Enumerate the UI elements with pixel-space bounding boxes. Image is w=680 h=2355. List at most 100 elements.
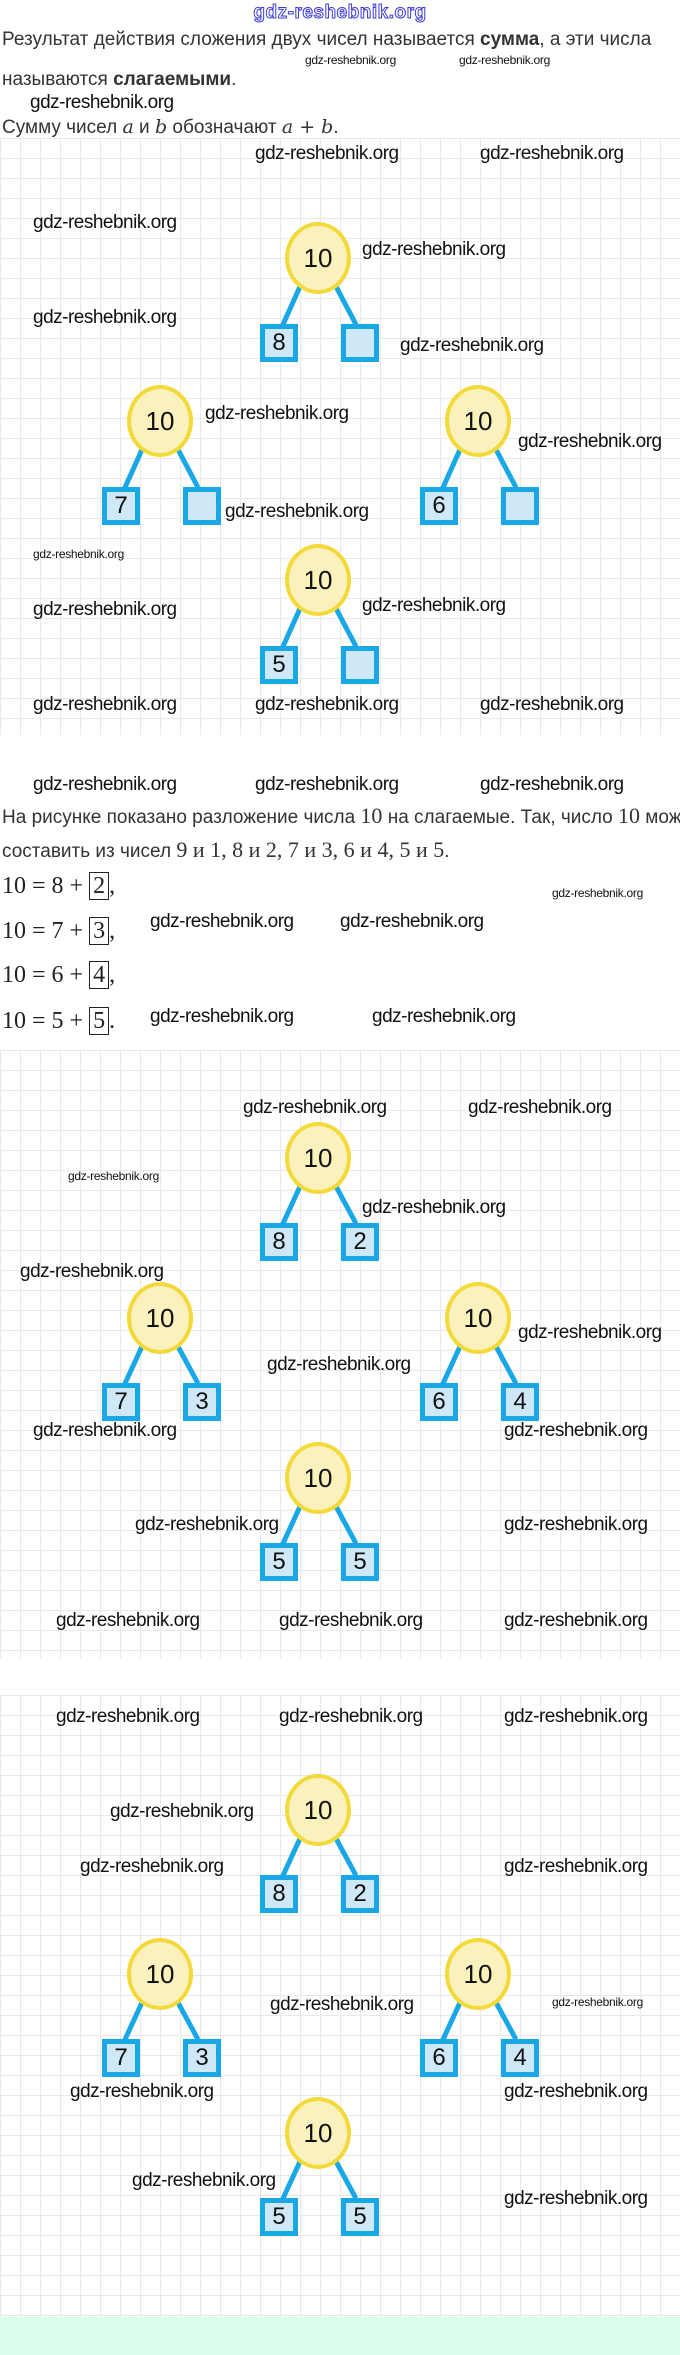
addend-box-right: [183, 487, 221, 525]
whole-number-circle: 10: [445, 1282, 511, 1354]
watermark-text: gdz-reshebnik.org: [518, 431, 662, 452]
answer-box: 5: [89, 1007, 110, 1035]
equation: 10 = 7 + 3,: [2, 916, 115, 946]
whole-number-circle: 10: [285, 1442, 351, 1514]
watermark-text: gdz-reshebnik.org: [56, 1706, 200, 1727]
connector-line: [280, 1837, 303, 1877]
text: Результат действия сложения двух чисел н…: [2, 29, 481, 50]
watermark-text: gdz-reshebnik.org: [70, 2081, 214, 2102]
site-watermark-header: gdz-reshebnik.org: [253, 2, 427, 24]
connector-line: [440, 448, 463, 489]
answer-box: 2: [89, 872, 110, 900]
watermark-text: gdz-reshebnik.org: [504, 1856, 648, 1877]
whole-number-circle: 10: [285, 1774, 351, 1846]
connector-line: [175, 2001, 201, 2041]
intro-line-2: называются слагаемыми.: [2, 68, 236, 92]
addend-box-right: 3: [183, 1383, 221, 1421]
whole-number-circle: 10: [445, 1938, 511, 2010]
watermark-text: gdz-reshebnik.org: [267, 1354, 411, 1375]
explanation-line-2: составить из чисел 9 и 1, 8 и 2, 7 и 3, …: [2, 838, 450, 864]
watermark-text: gdz-reshebnik.org: [150, 1006, 294, 1027]
text: .: [231, 69, 237, 90]
addend-box-left: 7: [102, 2039, 140, 2077]
watermark-text: gdz-reshebnik.org: [552, 886, 643, 900]
watermark-text: gdz-reshebnik.org: [243, 1097, 387, 1118]
watermark-text: gdz-reshebnik.org: [20, 1261, 164, 1282]
watermark-text: gdz-reshebnik.org: [255, 694, 399, 715]
term-sum: сумма: [480, 29, 540, 50]
text: , а эти числа: [539, 29, 652, 50]
watermark-text: gdz-reshebnik.org: [150, 911, 294, 932]
watermark-text: gdz-reshebnik.org: [340, 911, 484, 932]
addend-box-left: 8: [260, 324, 298, 362]
addend-box-right: [341, 324, 379, 362]
watermark-text: gdz-reshebnik.org: [504, 1706, 648, 1727]
watermark-text: gdz-reshebnik.org: [305, 53, 396, 67]
text: ,: [109, 962, 116, 988]
whole-number-circle: 10: [285, 1122, 351, 1194]
addend-box-left: 8: [260, 1223, 298, 1261]
watermark-text: gdz-reshebnik.org: [362, 595, 506, 616]
watermark-text: gdz-reshebnik.org: [56, 1610, 200, 1631]
watermark-text: gdz-reshebnik.org: [504, 1420, 648, 1441]
text: обозначают: [167, 117, 282, 138]
whole-number-circle: 10: [127, 1938, 193, 2010]
watermark-text: gdz-reshebnik.org: [504, 2081, 648, 2102]
connector-line: [280, 2160, 303, 2200]
watermark-text: gdz-reshebnik.org: [33, 774, 177, 795]
watermark-text: gdz-reshebnik.org: [255, 774, 399, 795]
watermark-text: gdz-reshebnik.org: [205, 403, 349, 424]
watermark-text: gdz-reshebnik.org: [80, 1856, 224, 1877]
text: .: [109, 1008, 116, 1034]
equation: 10 = 8 + 2,: [2, 871, 115, 901]
connector-line: [333, 607, 359, 648]
watermark-text: gdz-reshebnik.org: [552, 1995, 643, 2009]
addend-box-left: 8: [260, 1875, 298, 1913]
answer-box: 3: [89, 917, 110, 945]
connector-line: [493, 1345, 519, 1385]
connector-line: [333, 2160, 359, 2200]
footer-bar: [0, 2317, 680, 2355]
watermark-text: gdz-reshebnik.org: [33, 307, 177, 328]
whole-number-circle: 10: [285, 544, 351, 616]
addend-box-right: 4: [501, 2039, 539, 2077]
whole-number-circle: 10: [127, 1282, 193, 1354]
watermark-text: gdz-reshebnik.org: [33, 1420, 177, 1441]
text: Сумму чисел: [2, 117, 123, 138]
math-pairs: 9 и 1, 8 и 2, 7 и 3, 6 и 4, 5 и 5: [176, 837, 445, 862]
watermark-text: gdz-reshebnik.org: [362, 1197, 506, 1218]
addend-box-left: 6: [420, 1383, 458, 1421]
addend-box-left: 5: [260, 646, 298, 684]
connector-line: [493, 448, 519, 489]
equation-lhs: 10 = 7 +: [2, 918, 90, 944]
text: .: [444, 841, 450, 862]
connector-line: [175, 1345, 201, 1385]
connector-line: [333, 1505, 359, 1545]
connector-line: [280, 285, 303, 326]
equation-lhs: 10 = 6 +: [2, 962, 90, 988]
addend-box-right: [341, 646, 379, 684]
whole-number-circle: 10: [445, 385, 511, 457]
watermark-text: gdz-reshebnik.org: [255, 143, 399, 164]
watermark-text: gdz-reshebnik.org: [372, 1006, 516, 1027]
watermark-text: gdz-reshebnik.org: [480, 143, 624, 164]
text: можно: [645, 807, 680, 828]
watermark-text: gdz-reshebnik.org: [132, 2170, 276, 2191]
addend-box-left: 7: [102, 1383, 140, 1421]
watermark-text: gdz-reshebnik.org: [504, 1514, 648, 1535]
addend-box-right: 4: [501, 1383, 539, 1421]
watermark-text: gdz-reshebnik.org: [480, 774, 624, 795]
addend-box-right: 3: [183, 2039, 221, 2077]
watermark-text: gdz-reshebnik.org: [459, 53, 550, 67]
watermark-text: gdz-reshebnik.org: [33, 694, 177, 715]
whole-number-circle: 10: [285, 2097, 351, 2169]
text: и: [133, 117, 155, 138]
watermark-text: gdz-reshebnik.org: [33, 547, 124, 561]
text: составить из чисел: [2, 841, 177, 862]
watermark-text: gdz-reshebnik.org: [135, 1514, 279, 1535]
equation-lhs: 10 = 8 +: [2, 873, 90, 899]
connector-line: [122, 1345, 145, 1385]
watermark-text: gdz-reshebnik.org: [400, 335, 544, 356]
